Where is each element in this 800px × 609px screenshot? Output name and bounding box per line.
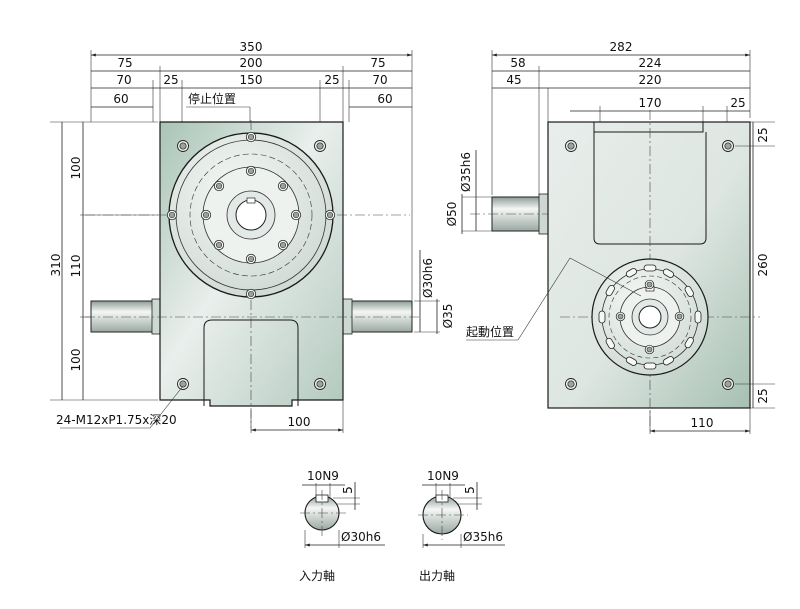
corner-bolt-tr [314,140,326,152]
input-diameter-label: Ø30h6 [341,530,381,544]
dim-150: 150 [240,73,263,87]
dim-50: Ø50 [445,202,459,227]
side-output-flange [591,258,709,376]
flange-bolt-left [200,209,212,221]
dim-110-horizontal: 110 [691,416,714,430]
dim-25-left: 25 [163,73,178,87]
side-view: 282 58 224 45 220 170 25 Ø35h6 Ø50 [445,40,775,434]
output-shaft-section: 10N9 5 Ø35h6 出力軸 [418,469,505,583]
side-corner-bolt-bl [565,378,577,390]
front-shaft-dims: Ø30h6 Ø35 [414,250,455,334]
output-flange [166,131,336,300]
dim-30h6: Ø30h6 [421,258,435,298]
output-keyway-label: 10N9 [427,469,459,483]
front-dim-350: 350 [91,40,412,57]
dim-224: 224 [639,56,662,70]
dim-100-horizontal: 100 [288,415,311,429]
side-dim-row4: 170 25 [570,96,750,112]
dim-60-left: 60 [113,92,128,106]
dim-260: 260 [756,254,770,277]
side-corner-bolt-br [722,378,734,390]
corner-bolt-br [314,378,326,390]
outer-bolt-bottom [245,288,257,300]
dim-25-right-bottom: 25 [756,388,770,403]
side-corner-bolt-tr [722,140,734,152]
dim-25-top: 25 [730,96,745,110]
side-top-recess [593,122,704,133]
input-depth-label: 5 [341,486,355,494]
side-dim-row3: 45 220 [492,73,750,89]
input-shaft-left [90,300,154,333]
dim-60-right: 60 [377,92,392,106]
shaft-collar-right [342,298,353,335]
dim-200: 200 [240,56,263,70]
dim-75-left: 75 [117,56,132,70]
front-left-dims: 310 100 110 100 [49,121,158,401]
flange-bolt-bottom [245,253,257,265]
output-depth-label: 5 [463,486,477,494]
tap-hole-label: 24-M12xP1.75x深20 [56,413,177,427]
dim-110: 110 [69,255,83,278]
dim-45: 45 [506,73,521,87]
side-dim-row2: 58 224 [492,56,750,72]
front-shafts [90,298,413,335]
outer-bolt-top [245,131,257,143]
side-corner-bolt-tl [565,140,577,152]
input-shaft-section: 10N9 5 Ø30h6 入力軸 [299,469,385,583]
start-position-leader: 起動位置 [466,257,642,341]
dim-350: 350 [240,40,263,54]
outer-bolt-right [324,209,336,221]
side-cam-followers [598,264,702,370]
dim-25-right: 25 [324,73,339,87]
front-dim-bottom-100: 100 [250,400,344,433]
dim-58: 58 [510,56,525,70]
dim-25-right-top: 25 [756,127,770,142]
dim-170: 170 [639,96,662,110]
flange-bolt-right [290,209,302,221]
stop-position-label: 停止位置 [188,91,236,106]
flange-bolt-bl [213,239,225,251]
outer-bolt-left [166,209,178,221]
front-dim-row4: 60 60 停止位置 [91,91,412,200]
corner-bolt-bl [177,378,189,390]
dim-220: 220 [639,73,662,87]
dim-35: Ø35 [441,304,455,329]
input-shaft-caption: 入力軸 [299,569,335,583]
dim-100-top: 100 [69,157,83,180]
front-view: 350 75 200 75 70 25 150 25 70 60 60 停止位置 [49,40,455,433]
dim-35h6: Ø35h6 [459,152,473,192]
dim-100-bottom: 100 [69,349,83,372]
flange-bolt-tr [277,180,289,192]
input-keyway-label: 10N9 [307,469,339,483]
input-shaft-right [348,300,413,333]
output-shaft-caption: 出力軸 [419,569,455,583]
side-shaft-dims: Ø35h6 Ø50 [445,150,492,234]
flange-bolt-tl [213,180,225,192]
corner-bolt-tl [177,140,189,152]
dim-70-right: 70 [372,73,387,87]
output-diameter-label: Ø35h6 [463,530,503,544]
flange-bolt-top [245,165,257,177]
dim-282: 282 [610,40,633,54]
side-dim-bottom-110: 110 [649,408,751,434]
front-dim-row3: 70 25 150 25 70 [91,73,412,89]
dim-75-right: 75 [370,56,385,70]
start-position-label: 起動位置 [466,324,514,339]
side-top-extension-lines [491,50,751,195]
dim-310: 310 [49,254,63,277]
flange-bolt-br [277,239,289,251]
tap-hole-leader: 24-M12xP1.75x深20 [56,385,184,429]
front-dim-row2: 75 200 75 [91,56,412,72]
side-dim-282: 282 [492,40,750,57]
side-right-dims: 25 260 25 [735,121,775,409]
dim-70-left: 70 [116,73,131,87]
